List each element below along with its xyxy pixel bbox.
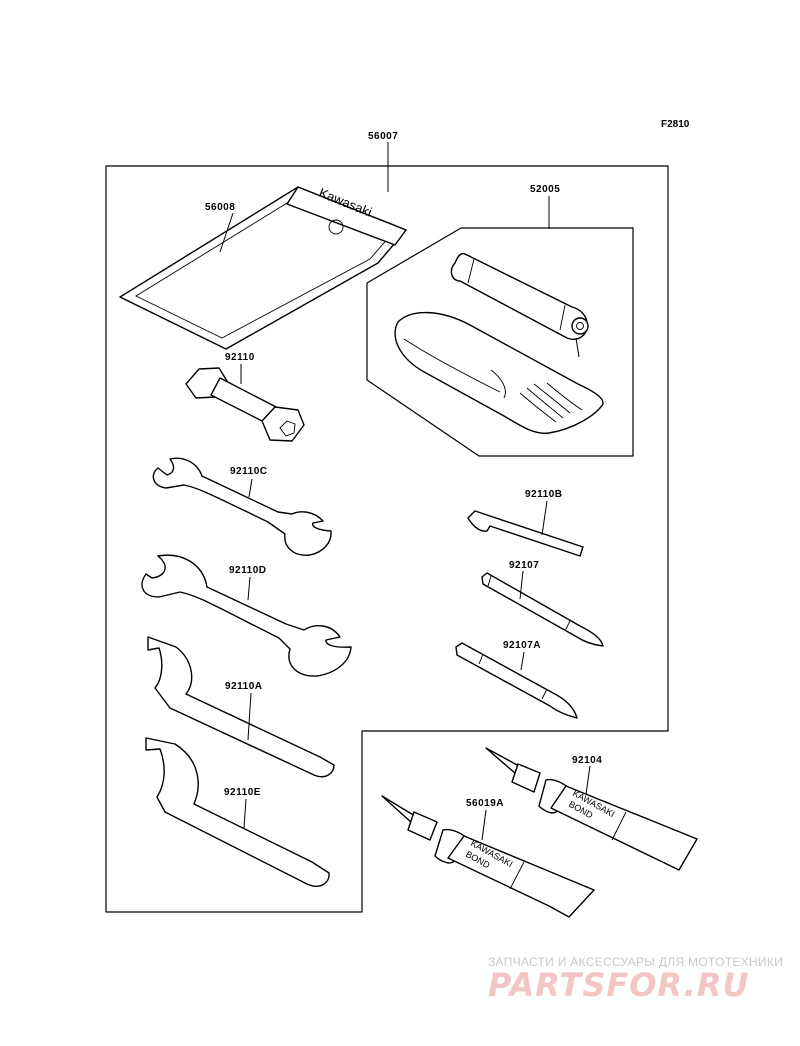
- hook-wrench-e-leader: [243, 798, 247, 829]
- open-wrench-large-leader: [247, 576, 251, 601]
- bond-tube-56019a[interactable]: KAWASAKI BOND: [381, 795, 595, 918]
- label-92110D[interactable]: 92110D: [229, 565, 266, 576]
- label-92107[interactable]: 92107: [509, 560, 539, 571]
- box-wrench[interactable]: [185, 367, 305, 442]
- label-56007[interactable]: 56007: [368, 131, 398, 142]
- label-92104[interactable]: 92104: [572, 755, 602, 766]
- watermark-tagline: ЗАПЧАСТИ И АКСЕССУАРЫ ДЛЯ МОТОТЕХНИКИ: [488, 955, 784, 969]
- hex-key[interactable]: [467, 510, 584, 557]
- label-52005[interactable]: 52005: [530, 184, 560, 195]
- label-92110B[interactable]: 92110B: [525, 489, 562, 500]
- open-wrench-small-leader: [248, 478, 253, 498]
- bond-tube-92104[interactable]: KAWASAKI BOND: [485, 747, 698, 871]
- label-92110[interactable]: 92110: [225, 352, 255, 363]
- label-56019A[interactable]: 56019A: [466, 798, 504, 809]
- bond-tube-56019a-leader: [481, 809, 487, 841]
- watermark-brand: PARTSFOR.RU: [488, 966, 750, 1004]
- case-kit-frame: [366, 227, 634, 457]
- label-92110E[interactable]: 92110E: [224, 787, 261, 798]
- screwdriver-leader: [519, 570, 524, 600]
- tool-pouch[interactable]: Kawasaki: [119, 185, 407, 350]
- bond-tube-92104-leader: [585, 765, 591, 795]
- vinyl-case[interactable]: [394, 311, 604, 434]
- hook-wrench-e[interactable]: [145, 737, 330, 887]
- hex-key-leader: [541, 500, 548, 536]
- label-56008[interactable]: 56008: [205, 202, 235, 213]
- kit-boundary: [105, 165, 669, 913]
- screwdriver[interactable]: [481, 572, 604, 647]
- screwdriver-a-leader: [520, 651, 525, 671]
- label-92110C[interactable]: 92110C: [230, 466, 267, 477]
- screwdriver-a[interactable]: [455, 642, 578, 719]
- figure-code: F2810: [661, 119, 690, 130]
- open-wrench-large[interactable]: [141, 554, 352, 677]
- tube-case[interactable]: [450, 252, 589, 358]
- label-92107A[interactable]: 92107A: [503, 640, 541, 651]
- hook-wrench-a[interactable]: [147, 636, 335, 778]
- hook-wrench-a-leader: [247, 692, 252, 741]
- pouch-leader: [219, 212, 234, 253]
- open-wrench-small[interactable]: [152, 457, 332, 556]
- label-92110A[interactable]: 92110A: [225, 681, 262, 692]
